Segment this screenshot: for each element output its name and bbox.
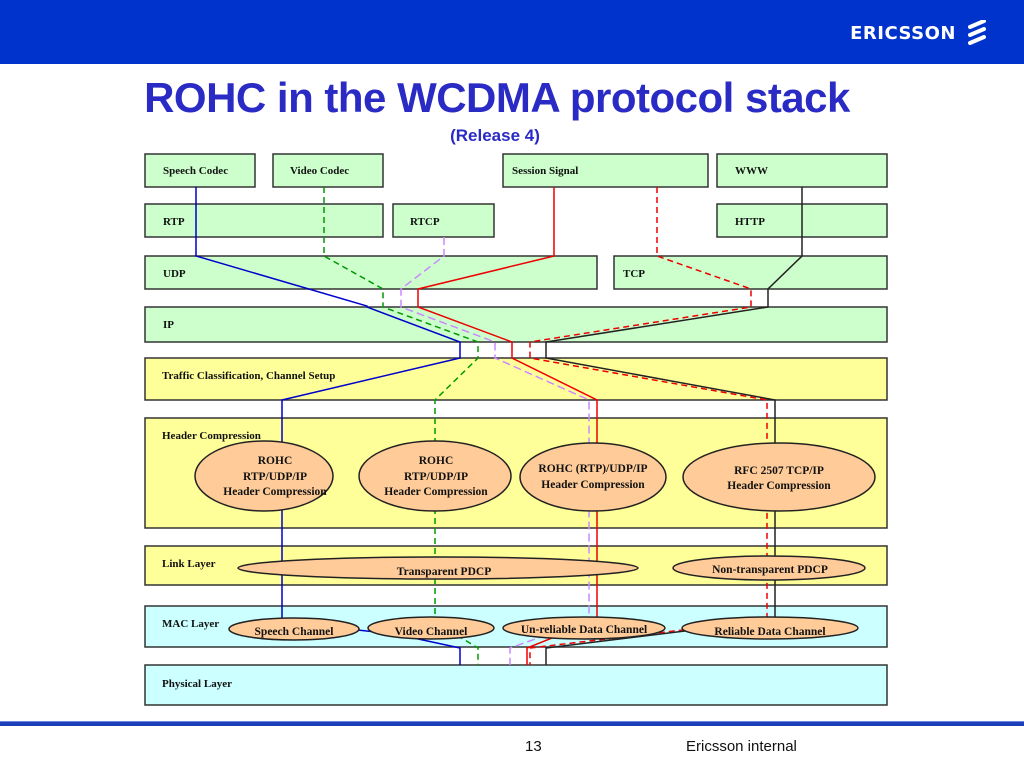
label-speech-codec: Speech Codec: [163, 165, 228, 177]
ellipse-speech-channel: [228, 617, 360, 641]
label-traffic-classification: Traffic Classification, Channel Setup: [162, 370, 335, 382]
label-session-signal: Session Signal: [512, 165, 578, 177]
label-rohc-video-3: Header Compression: [384, 486, 488, 498]
label-rohc-speech-2: RTP/UDP/IP: [243, 471, 307, 483]
box-session-signal: [502, 153, 709, 188]
footer-classification: Ericsson internal: [686, 738, 797, 755]
footer-divider: [0, 721, 1024, 726]
label-rfc2507-2: Header Compression: [727, 480, 831, 492]
label-video-channel: Video Channel: [395, 626, 468, 638]
flow-rtcp: [400, 237, 590, 665]
label-video-codec: Video Codec: [290, 165, 349, 177]
ellipse-reliable-channel: [681, 616, 859, 640]
box-www: [716, 153, 888, 188]
label-rohc-video-2: RTP/UDP/IP: [404, 471, 468, 483]
box-speech-codec: [144, 153, 256, 188]
label-transparent-pdcp: Transparent PDCP: [397, 566, 491, 578]
ellipse-rohc-speech: [194, 440, 334, 512]
label-http: HTTP: [735, 216, 765, 228]
ericsson-stripes-icon: [968, 20, 986, 45]
slide-subtitle: (Release 4): [450, 126, 540, 145]
label-unreliable-channel: Un-reliable Data Channel: [521, 624, 647, 636]
label-udp: UDP: [163, 268, 186, 280]
label-header-compression: Header Compression: [162, 430, 261, 442]
label-rohc-speech-3: Header Compression: [223, 486, 327, 498]
label-rfc2507-1: RFC 2507 TCP/IP: [734, 465, 824, 477]
box-physical-layer: [144, 664, 888, 706]
label-link-layer: Link Layer: [162, 558, 216, 570]
box-udp: [144, 255, 598, 290]
box-ip: [144, 306, 888, 343]
label-speech-channel: Speech Channel: [255, 626, 334, 638]
label-rohc-video-1: ROHC: [419, 455, 454, 467]
ellipse-rohc-video: [358, 440, 512, 512]
ericsson-logo: ERICSSON: [850, 20, 988, 46]
box-traffic-classification: [144, 357, 888, 401]
page-number: 13: [525, 738, 542, 755]
label-non-transparent-pdcp: Non-transparent PDCP: [712, 564, 828, 576]
label-physical-layer: Physical Layer: [162, 678, 232, 690]
box-rtp: [144, 203, 384, 238]
label-rohc-data-1: ROHC (RTP)/UDP/IP: [538, 463, 647, 475]
label-mac-layer: MAC Layer: [162, 618, 219, 630]
flow-video: [323, 187, 479, 665]
box-rtcp: [392, 203, 495, 238]
label-rtcp: RTCP: [410, 216, 440, 228]
ellipse-unreliable-channel: [502, 616, 666, 640]
label-rtp: RTP: [163, 216, 185, 228]
label-tcp: TCP: [623, 268, 645, 280]
ellipse-non-transparent-pdcp: [672, 555, 866, 581]
ellipse-rohc-data: [519, 442, 667, 512]
label-rohc-data-2: Header Compression: [541, 479, 645, 491]
brand-name: ERICSSON: [850, 22, 956, 44]
label-rohc-speech-1: ROHC: [258, 455, 293, 467]
ellipse-video-channel: [367, 616, 495, 640]
label-www: WWW: [735, 165, 768, 177]
slide-title: ROHC in the WCDMA protocol stack: [144, 74, 850, 121]
label-ip: IP: [163, 319, 174, 331]
header-bar: ERICSSON: [0, 0, 1024, 64]
flow-www: [545, 187, 803, 665]
channel-multiplex-gap: [440, 648, 550, 664]
box-video-codec: [272, 153, 384, 188]
ellipse-rfc2507: [682, 442, 876, 512]
ellipse-transparent-pdcp: [237, 556, 639, 580]
label-reliable-channel: Reliable Data Channel: [714, 626, 825, 638]
box-tcp: [613, 255, 888, 290]
